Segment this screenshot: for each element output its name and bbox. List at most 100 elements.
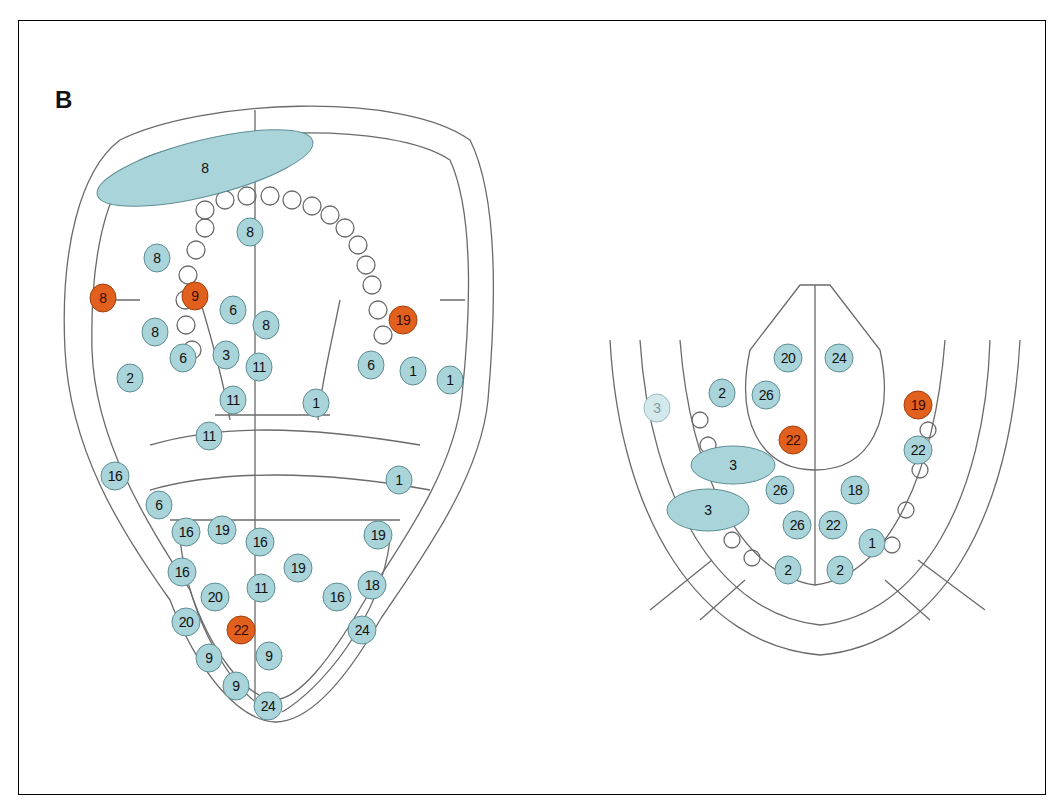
callout-number: 20	[208, 589, 223, 605]
callout-circle: 11	[245, 352, 273, 382]
callout-number: 9	[265, 648, 272, 664]
callout-number: 1	[409, 363, 416, 379]
callout-number: 11	[252, 359, 266, 375]
callout-circle: 22	[818, 510, 848, 540]
callout-circle: 19	[903, 390, 933, 420]
callout-circle: 16	[167, 557, 197, 587]
callout-number: 1	[312, 395, 319, 411]
callout-circle: 11	[195, 421, 223, 451]
callout-number: 3	[222, 347, 229, 363]
callout-circle: 19	[363, 520, 393, 550]
callout-circle: 24	[347, 615, 377, 645]
callout-circle: 26	[751, 380, 781, 410]
callout-number: 2	[836, 562, 843, 578]
callout-number: 16	[253, 534, 268, 550]
callout-number: 19	[215, 522, 230, 538]
callout-circle: 20	[773, 343, 803, 373]
callout-circle: 20	[171, 607, 201, 637]
callout-number: 19	[911, 397, 926, 413]
callout-circle: 8	[252, 310, 280, 340]
callout-number: 16	[175, 564, 190, 580]
callout-number: 8	[99, 290, 106, 306]
callout-circle: 1	[302, 388, 330, 418]
callout-number: 19	[291, 560, 306, 576]
callout-circle: 26	[765, 475, 795, 505]
callout-number: 8	[151, 324, 158, 340]
callout-number: 16	[108, 468, 123, 484]
callout-circle: 26	[782, 510, 812, 540]
callout-number: 6	[155, 497, 162, 513]
callout-circle: 6	[357, 350, 385, 380]
callout-number: 3	[704, 502, 711, 518]
callout-number: 9	[205, 650, 212, 666]
callout-number: 22	[234, 622, 249, 638]
callout-number: 24	[261, 698, 276, 714]
callout-circle: 3	[212, 340, 240, 370]
callout-circle: 9	[195, 643, 223, 673]
callout-number: 1	[395, 472, 402, 488]
callout-circle: 19	[388, 305, 418, 335]
callout-number: 11	[202, 428, 216, 444]
callout-circle: 2	[708, 378, 736, 408]
callout-number: 6	[367, 357, 374, 373]
callout-circle: 22	[903, 435, 933, 465]
callout-number: 3	[729, 457, 736, 473]
callout-circle: 9	[255, 641, 283, 671]
callout-number: 22	[826, 517, 841, 533]
callout-number: 18	[848, 482, 863, 498]
callout-number: 19	[371, 527, 386, 543]
callout-number: 16	[179, 524, 194, 540]
callout-circle: 9	[181, 281, 209, 311]
callout-circle: 22	[778, 425, 808, 455]
callout-circle: 3	[666, 488, 750, 532]
callout-circle: 1	[858, 528, 886, 558]
callout-number: 8	[201, 160, 208, 176]
callout-circle: 1	[436, 365, 464, 395]
callout-number: 2	[784, 562, 791, 578]
callout-number: 16	[330, 589, 345, 605]
callout-circle: 1	[385, 465, 413, 495]
callout-circle: 8	[89, 283, 117, 313]
callout-circle: 11	[219, 385, 247, 415]
callout-number: 20	[179, 614, 194, 630]
callout-number: 1	[868, 535, 875, 551]
callout-circle: 19	[283, 553, 313, 583]
callout-circle: 3	[643, 393, 671, 423]
callout-number: 9	[232, 678, 239, 694]
callout-number: 8	[153, 250, 160, 266]
callout-circle: 2	[116, 363, 144, 393]
callout-number: 24	[355, 622, 370, 638]
callout-circle: 1	[399, 356, 427, 386]
callout-circle: 6	[145, 490, 173, 520]
callout-number: 9	[191, 288, 198, 304]
callout-circle: 8	[141, 317, 169, 347]
callout-circle: 16	[171, 517, 201, 547]
callout-circle: 22	[226, 615, 256, 645]
callout-circle: 8	[90, 118, 320, 218]
callout-number: 22	[786, 432, 801, 448]
callout-circle: 16	[245, 527, 275, 557]
callout-circle: 11	[246, 573, 276, 603]
callout-circle: 20	[200, 582, 230, 612]
callout-number: 1	[446, 372, 453, 388]
callout-number: 24	[832, 350, 847, 366]
callout-number: 6	[179, 350, 186, 366]
callout-circle: 9	[222, 671, 250, 701]
callout-circle: 6	[169, 343, 197, 373]
callout-number: 20	[781, 350, 796, 366]
callout-circle: 6	[219, 295, 247, 325]
callout-number: 3	[653, 400, 660, 416]
callout-number: 26	[773, 482, 788, 498]
callout-number: 18	[365, 577, 380, 593]
callout-circle: 16	[322, 582, 352, 612]
callout-number: 26	[759, 387, 774, 403]
callout-number: 11	[226, 392, 240, 408]
callout-number: 11	[254, 580, 268, 596]
callout-circle: 18	[357, 570, 387, 600]
callout-number: 2	[126, 370, 133, 386]
callout-number: 26	[790, 517, 805, 533]
callout-number: 8	[246, 224, 253, 240]
callout-circle: 2	[826, 555, 854, 585]
callout-number: 6	[229, 302, 236, 318]
callout-circle: 24	[824, 343, 854, 373]
